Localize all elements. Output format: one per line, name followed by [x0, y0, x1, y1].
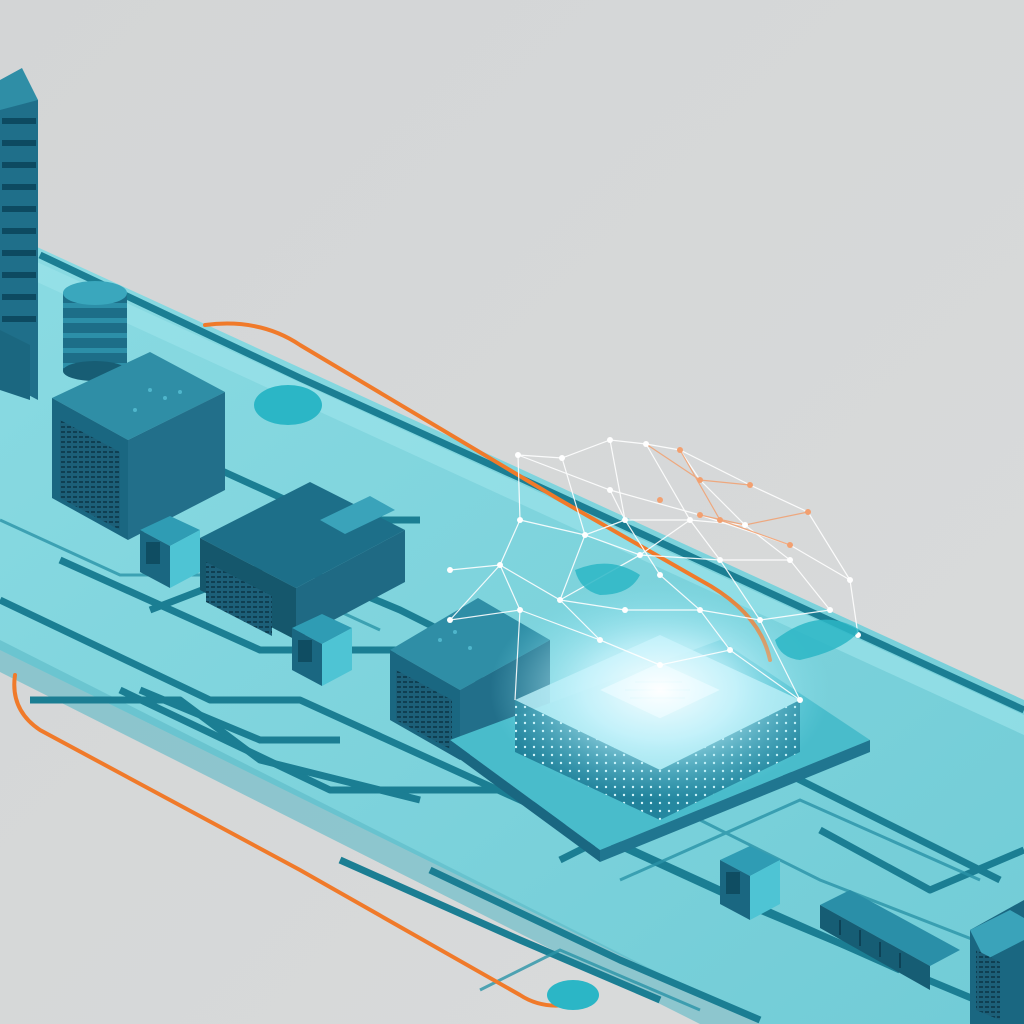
component-cube	[292, 614, 352, 686]
server-tower	[0, 68, 38, 400]
trace-pad	[547, 980, 599, 1010]
component-cube	[720, 846, 780, 920]
network-nodes	[447, 437, 861, 703]
capacitor-stack	[63, 281, 127, 381]
server-block	[200, 482, 405, 640]
data-wing-right	[775, 619, 860, 660]
connector-strip	[820, 890, 960, 990]
trace-pad	[254, 385, 322, 425]
processor-chip	[490, 580, 830, 820]
data-wing-left	[575, 563, 640, 595]
server-block	[52, 352, 225, 540]
component-cube	[140, 516, 200, 588]
server-block	[970, 900, 1024, 1024]
